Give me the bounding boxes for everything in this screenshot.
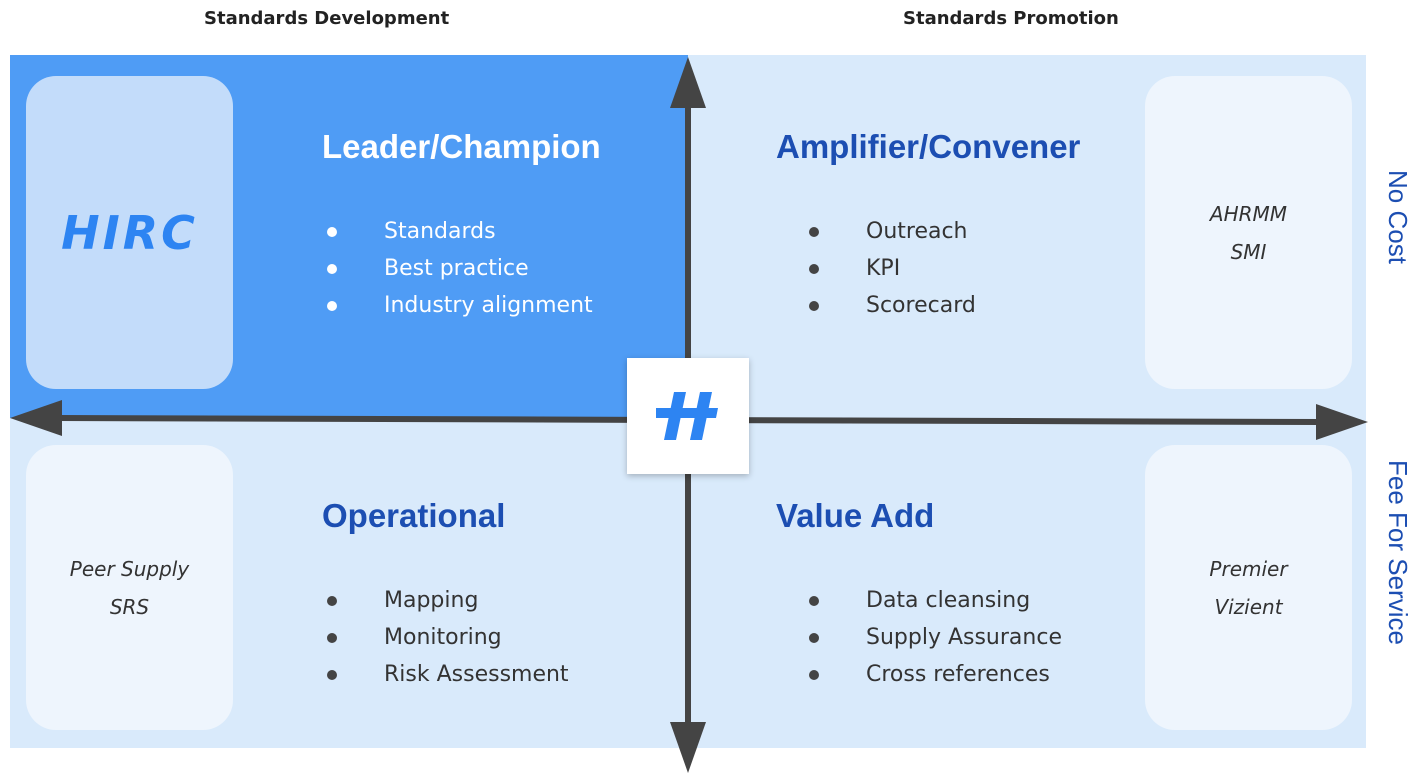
title-amplifier-convener: Amplifier/Convener bbox=[776, 128, 1081, 165]
list-item: Mapping bbox=[324, 582, 569, 619]
title-operational: Operational bbox=[322, 497, 506, 534]
title-leader-champion: Leader/Champion bbox=[322, 128, 601, 165]
list-item: Risk Assessment bbox=[324, 656, 569, 693]
card-line: Vizient bbox=[1214, 594, 1283, 619]
list-item: Monitoring bbox=[324, 619, 569, 656]
center-logo-box bbox=[627, 358, 749, 474]
bullet-dot-icon bbox=[327, 633, 337, 643]
value-add-bullet-list: Data cleansing Supply Assurance Cross re… bbox=[806, 582, 1062, 693]
hirc-logo: HIRC bbox=[61, 205, 198, 260]
list-item: Data cleansing bbox=[806, 582, 1062, 619]
list-item: Industry alignment bbox=[324, 287, 593, 324]
operational-bullet-list: Mapping Monitoring Risk Assessment bbox=[324, 582, 569, 693]
h-logo-icon bbox=[656, 392, 718, 440]
list-item: Supply Assurance bbox=[806, 619, 1062, 656]
bullet-dot-icon bbox=[327, 301, 337, 311]
row-label-no-cost: No Cost bbox=[1383, 170, 1413, 264]
arrow-right-icon bbox=[1316, 404, 1368, 440]
operational-orgs-card: Peer Supply SRS bbox=[26, 445, 233, 730]
hirc-logo-card: HIRC bbox=[26, 76, 233, 389]
list-item: Best practice bbox=[324, 250, 593, 287]
bullet-dot-icon bbox=[809, 264, 819, 274]
card-line: Peer Supply bbox=[69, 556, 190, 581]
bullet-dot-icon bbox=[809, 670, 819, 680]
header-standards-development: Standards Development bbox=[204, 8, 450, 29]
arrow-left-icon bbox=[10, 400, 62, 436]
list-item: Cross references bbox=[806, 656, 1062, 693]
bullet-dot-icon bbox=[809, 227, 819, 237]
list-item: Outreach bbox=[806, 213, 976, 250]
card-line: SRS bbox=[109, 594, 150, 619]
row-label-fee-for-service: Fee For Service bbox=[1383, 460, 1413, 645]
list-item: Scorecard bbox=[806, 287, 976, 324]
card-line: Premier bbox=[1209, 556, 1288, 581]
arrow-up-icon bbox=[670, 57, 706, 108]
bullet-dot-icon bbox=[809, 301, 819, 311]
header-standards-promotion: Standards Promotion bbox=[903, 8, 1119, 29]
leader-bullet-list: Standards Best practice Industry alignme… bbox=[324, 213, 593, 324]
fee-orgs-card: Premier Vizient bbox=[1145, 445, 1352, 730]
bullet-dot-icon bbox=[327, 670, 337, 680]
arrow-down-icon bbox=[670, 722, 706, 773]
bullet-dot-icon bbox=[327, 227, 337, 237]
bullet-dot-icon bbox=[327, 264, 337, 274]
bullet-dot-icon bbox=[809, 596, 819, 606]
bullet-dot-icon bbox=[809, 633, 819, 643]
title-value-add: Value Add bbox=[776, 497, 935, 534]
amplifier-bullet-list: Outreach KPI Scorecard bbox=[806, 213, 976, 324]
card-line: SMI bbox=[1230, 239, 1267, 264]
card-line: AHRMM bbox=[1209, 201, 1288, 226]
list-item: KPI bbox=[806, 250, 976, 287]
no-cost-orgs-card: AHRMM SMI bbox=[1145, 76, 1352, 389]
bullet-dot-icon bbox=[327, 596, 337, 606]
list-item: Standards bbox=[324, 213, 593, 250]
